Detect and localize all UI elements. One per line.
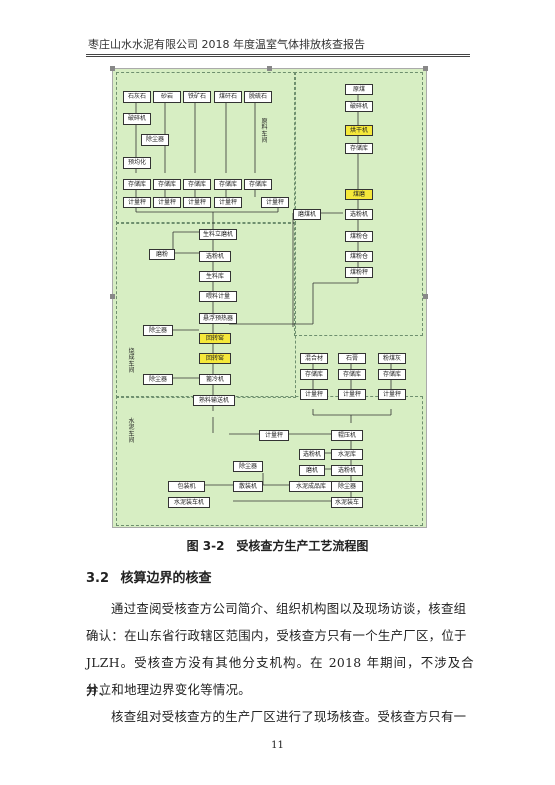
box-cement-silo: 水泥库 <box>331 449 363 460</box>
page-number: 11 <box>271 740 284 751</box>
box-fly-ash: 粉煤灰 <box>378 353 406 364</box>
box-coal-dryer: 烘干机 <box>345 125 373 136</box>
box-dust-3: 除尘器 <box>143 374 173 385</box>
process-flow-diagram: 原料车间 烧成车间 水泥车间 <box>110 66 428 528</box>
box-coal-grinder: 磨煤机 <box>293 209 321 220</box>
box-coal-crusher: 破碎机 <box>345 101 373 112</box>
box-bulk-loader: 散装机 <box>233 481 263 492</box>
box-silo-6: 存储库 <box>300 369 328 380</box>
box-dust-4: 除尘器 <box>233 461 263 472</box>
box-scale-2: 计量秤 <box>153 197 181 208</box>
paragraph-line: 确认：在山东省行政辖区范围内，受核查方只有一个生产厂区，位于 <box>86 628 467 643</box>
box-iron-ore: 铁矿石 <box>183 91 211 103</box>
box-coal-gangue: 煤矸石 <box>214 91 242 103</box>
box-cement-separator: 选粉机 <box>299 449 325 460</box>
zone-label-kiln: 烧成车间 <box>128 348 135 374</box>
box-coal-pile: 原煤 <box>345 84 373 95</box>
box-silo-2: 存储库 <box>153 179 181 190</box>
box-preheater: 悬浮预热器 <box>199 313 237 324</box>
box-scale-3: 计量秤 <box>183 197 211 208</box>
zone-cement <box>116 396 423 526</box>
box-mix-material: 混合材 <box>300 353 328 364</box>
box-dust-collector-1: 除尘器 <box>141 134 169 146</box>
box-roller-press: 辊压机 <box>331 430 363 441</box>
box-grinder: 磨粉 <box>149 249 175 260</box>
paragraph-line: 分立和地理边界变化等情况。 <box>86 682 251 697</box>
section-number: 3.2 <box>86 571 110 586</box>
box-scale-7: 计量秤 <box>338 389 366 400</box>
box-coal-silo: 存储库 <box>345 143 373 154</box>
section-title: 核算边界的核查 <box>120 571 212 586</box>
selection-handle <box>110 294 115 299</box>
figure-caption: 图 3-2 受核查方生产工艺流程图 <box>186 539 369 553</box>
box-mill-2: 磨机 <box>299 465 325 476</box>
zone-label-cement: 水泥车间 <box>128 418 135 444</box>
box-separator-2: 选粉机 <box>331 465 363 476</box>
paragraph-line: JLZH。受核查方没有其他分支机构。在 2018 年期间，不涉及合并、 <box>86 655 474 698</box>
box-scale-8: 计量秤 <box>378 389 406 400</box>
paragraph-line: 核查组对受核查方的生产厂区进行了现场核查。受核查方只有一 <box>111 709 467 724</box>
selection-handle <box>110 66 115 71</box>
box-silo-4: 存储库 <box>214 179 242 190</box>
box-silo-3: 存储库 <box>183 179 211 190</box>
box-raw-mill: 生料立磨机 <box>199 229 237 240</box>
box-separator: 选粉机 <box>199 251 231 262</box>
header-rule <box>86 54 470 55</box>
box-silo-7: 存储库 <box>338 369 366 380</box>
section-heading: 3.2 核算边界的核查 <box>86 567 212 586</box>
box-coal-bin-2: 煤粉仓 <box>345 251 373 262</box>
box-scale-4: 计量秤 <box>214 197 242 208</box>
box-bagger: 包装机 <box>168 481 205 492</box>
box-cooler: 回转窑 <box>199 353 231 364</box>
box-desulf-gypsum: 脱硫石 <box>244 91 272 103</box>
box-ship: 水泥装车 <box>331 497 363 508</box>
box-silo-5: 存储库 <box>244 179 272 190</box>
paragraph-line: 通过查阅受核查方公司简介、组织机构图以及现场访谈，核查组 <box>111 601 467 616</box>
flow-connectors <box>135 93 392 502</box>
selection-handle <box>423 294 428 299</box>
zone-label-raw: 原料车间 <box>261 118 268 144</box>
box-coal-mill: 煤磨 <box>345 189 373 200</box>
box-sandstone: 砂岩 <box>153 91 181 103</box>
box-feeder: 喂料计量 <box>199 291 237 302</box>
box-scale-9: 计量秤 <box>259 430 289 441</box>
selection-handle <box>267 66 272 71</box>
zone-coal <box>294 72 423 336</box>
box-coal-bin: 煤粉仓 <box>345 231 373 242</box>
selection-handle <box>423 66 428 71</box>
box-silo-1: 存储库 <box>123 179 151 190</box>
box-scale-6: 计量秤 <box>300 389 328 400</box>
box-dust-2: 除尘器 <box>143 325 173 336</box>
zone-raw-material <box>116 72 296 224</box>
box-prehomogenizer: 预均化 <box>123 157 151 169</box>
header-rule-double <box>86 56 470 57</box>
box-crusher-1: 破碎机 <box>123 113 151 125</box>
box-product-silo: 水泥成品库 <box>289 481 333 492</box>
box-silo-8: 存储库 <box>378 369 406 380</box>
box-pack-ship: 水泥装车机 <box>168 497 210 508</box>
box-coal-scale: 煤粉秤 <box>345 267 373 278</box>
box-clinker-cooler: 篦冷机 <box>199 374 231 385</box>
box-limestone: 石灰石 <box>123 91 151 103</box>
header-title: 枣庄山水水泥有限公司 2018 年度温室气体排放核查报告 <box>88 38 365 51</box>
box-scale-1: 计量秤 <box>123 197 151 208</box>
box-scale-5: 计量秤 <box>261 197 289 208</box>
box-coal-separator: 选粉机 <box>345 209 373 220</box>
box-kiln: 回转窑 <box>199 333 231 344</box>
box-gypsum: 石膏 <box>338 353 366 364</box>
box-clinker-conveyor: 熟料输送机 <box>193 395 235 406</box>
box-raw-silo: 生料库 <box>199 271 231 282</box>
box-dust-5: 除尘器 <box>331 481 363 492</box>
